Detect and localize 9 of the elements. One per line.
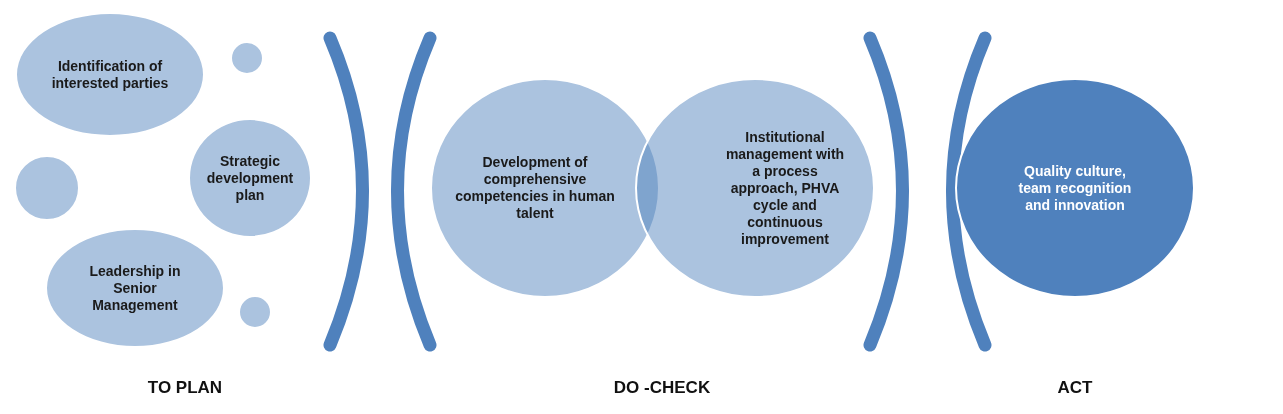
phase-label: TO PLAN [147,378,223,398]
node-text: Leadership in Senior Management [88,262,182,314]
node-text: Identification of interested parties [50,57,170,92]
node-text: Development of comprehensive competencies in human talent [454,154,616,222]
phase-label: DO -CHECK [613,378,711,398]
node-text: Quality culture, team recognition and innovation [1017,162,1133,214]
node-text: Institutional management with a process approach, PHVA cycle and continuous improvement [724,128,846,248]
phase-label: ACT [1057,378,1093,398]
node-text: Strategic development plan [205,152,295,204]
